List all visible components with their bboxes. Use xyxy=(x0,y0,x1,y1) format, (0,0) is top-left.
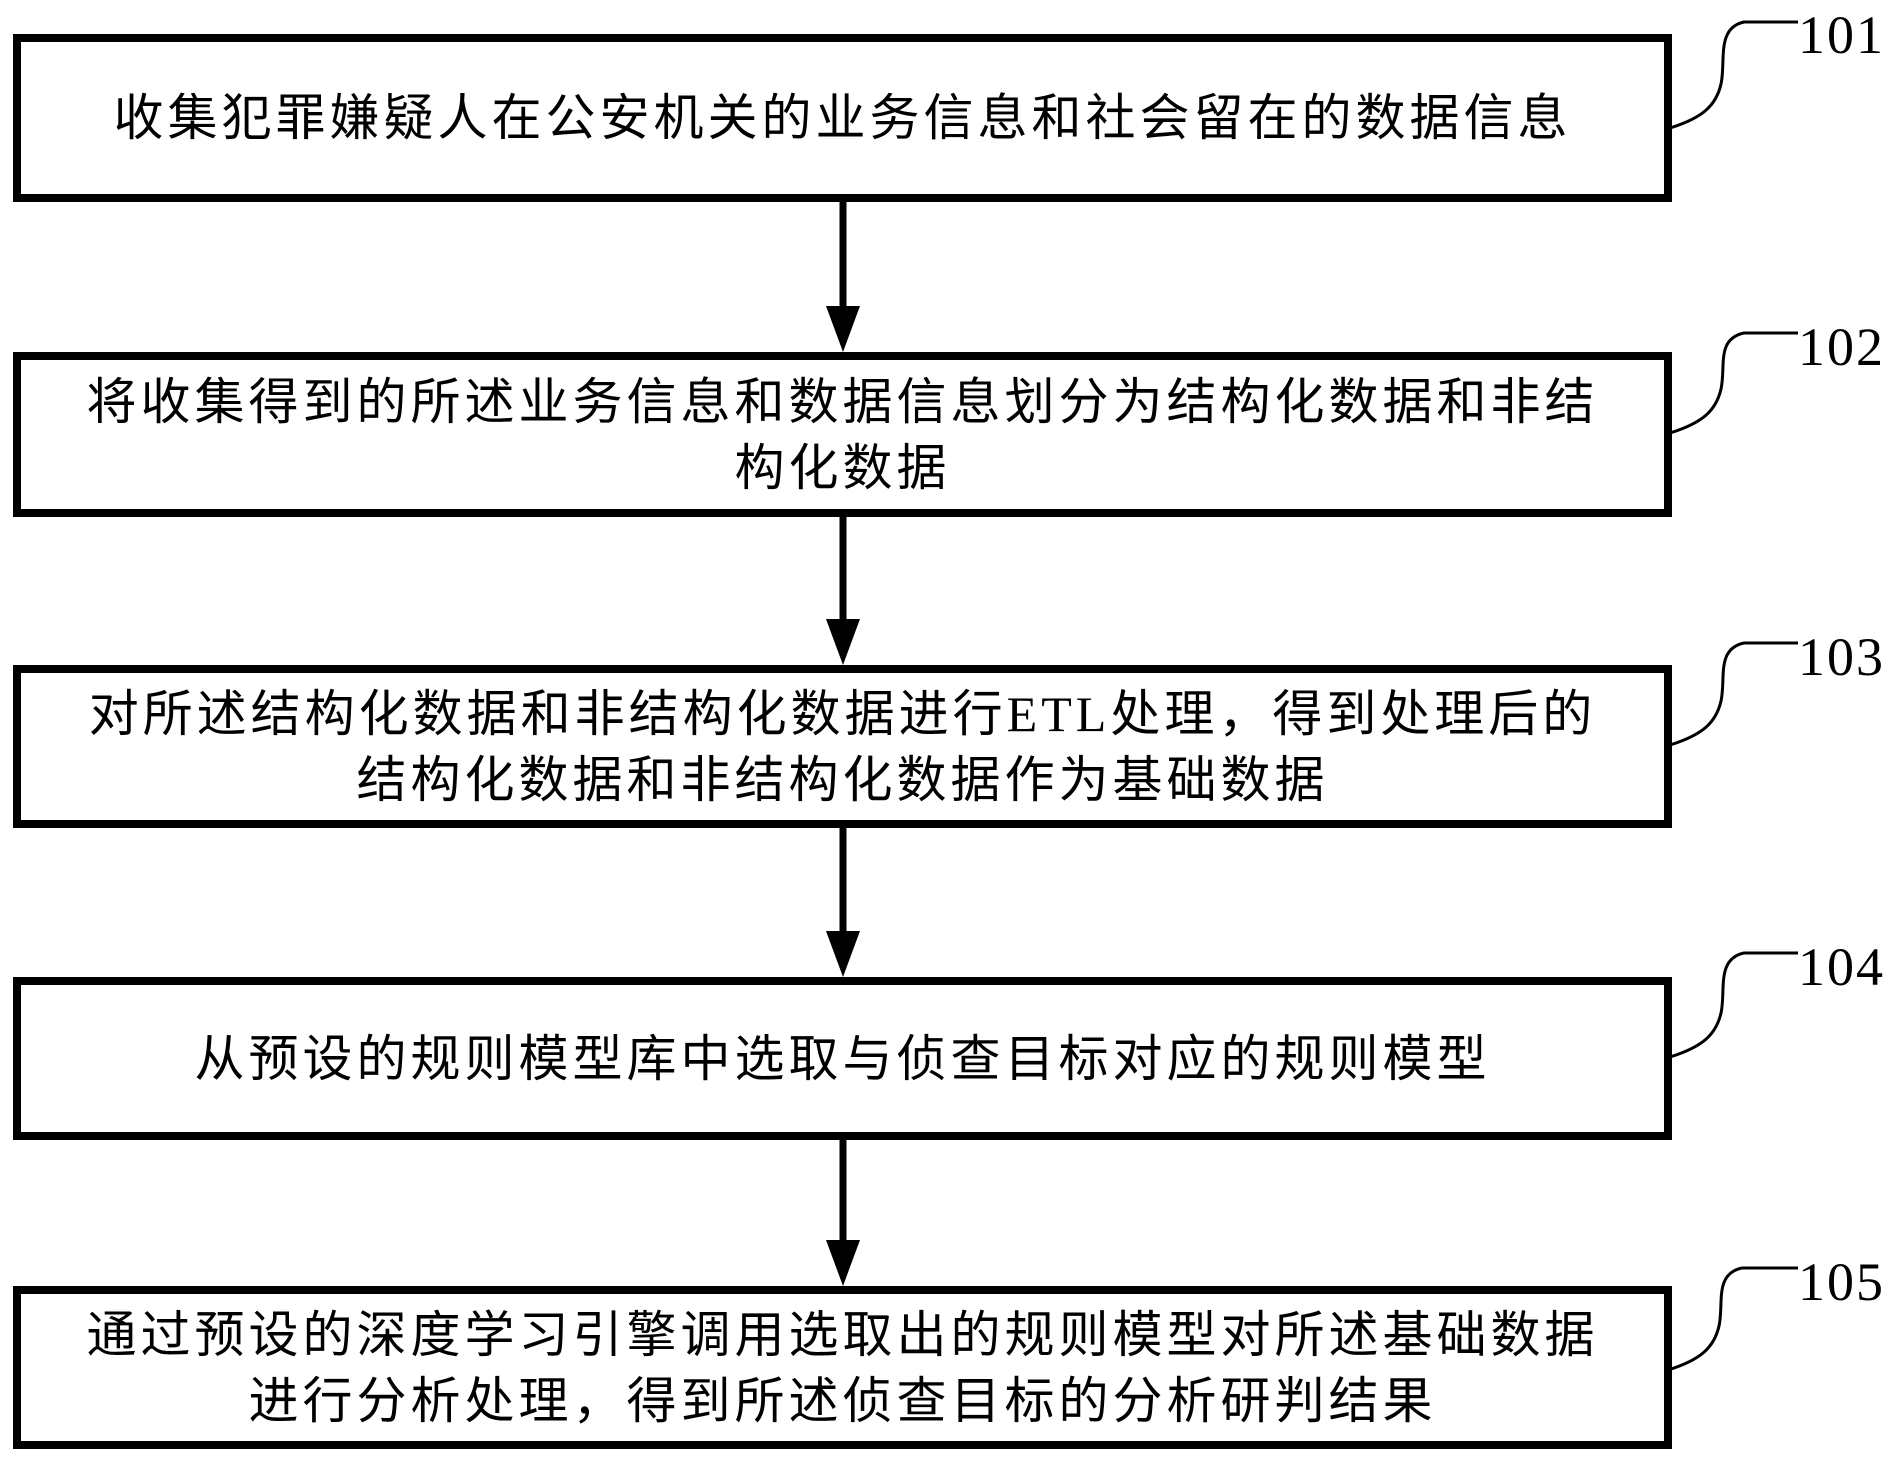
step-text-105: 通过预设的深度学习引擎调用选取出的规则模型对所述基础数据 进行分析处理，得到所述… xyxy=(86,1306,1599,1429)
leader-line-102 xyxy=(1669,331,1798,435)
ref-numeral-102: 102 xyxy=(1798,317,1885,377)
ref-numeral-105: 105 xyxy=(1798,1252,1885,1312)
step-box-104: 从预设的规则模型库中选取与侦查目标对应的规则模型 xyxy=(13,977,1672,1140)
step-box-105: 通过预设的深度学习引擎调用选取出的规则模型对所述基础数据 进行分析处理，得到所述… xyxy=(13,1286,1672,1449)
arrow-step3-to-step4 xyxy=(826,828,860,977)
leader-line-104 xyxy=(1669,951,1798,1059)
step-box-102: 将收集得到的所述业务信息和数据信息划分为结构化数据和非结 构化数据 xyxy=(13,352,1672,517)
step-text-101: 收集犯罪嫌疑人在公安机关的业务信息和社会留在的数据信息 xyxy=(113,90,1572,146)
step-text-102: 将收集得到的所述业务信息和数据信息划分为结构化数据和非结 构化数据 xyxy=(86,373,1599,496)
leader-line-101 xyxy=(1669,20,1798,130)
step-box-103: 对所述结构化数据和非结构化数据进行ETL处理，得到处理后的 结构化数据和非结构化… xyxy=(13,665,1672,828)
step-text-103: 对所述结构化数据和非结构化数据进行ETL处理，得到处理后的 结构化数据和非结构化… xyxy=(88,685,1597,808)
leader-line-103 xyxy=(1669,641,1798,747)
arrow-step2-to-step3 xyxy=(826,517,860,665)
step-text-104: 从预设的规则模型库中选取与侦查目标对应的规则模型 xyxy=(194,1030,1491,1087)
ref-numeral-101: 101 xyxy=(1798,5,1885,65)
step-box-101: 收集犯罪嫌疑人在公安机关的业务信息和社会留在的数据信息 xyxy=(13,34,1672,202)
arrow-step4-to-step5 xyxy=(826,1140,860,1286)
ref-numeral-104: 104 xyxy=(1798,937,1885,997)
ref-numeral-103: 103 xyxy=(1798,627,1885,687)
arrow-step1-to-step2 xyxy=(826,202,860,352)
leader-line-105 xyxy=(1667,1266,1798,1372)
